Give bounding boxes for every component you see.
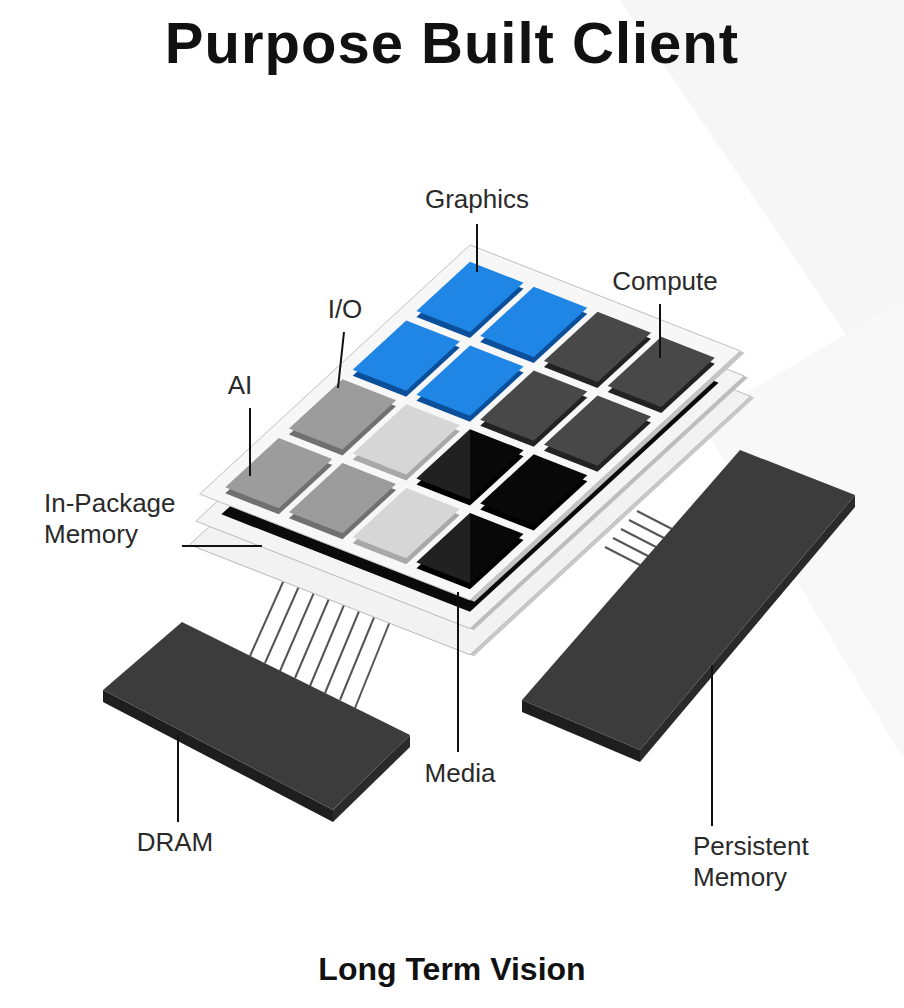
part-label: Media <box>380 758 540 789</box>
leader-line <box>711 665 713 826</box>
leader-line <box>659 304 661 358</box>
diagram-caption: Long Term Vision <box>10 950 894 988</box>
leader-line <box>249 408 251 476</box>
part-label: Graphics <box>397 184 557 215</box>
media-tile <box>416 513 523 583</box>
top-plate <box>200 245 745 602</box>
diagram-title: Purpose Built Client <box>10 8 894 78</box>
part-label: I/O <box>290 294 400 325</box>
leader-line <box>182 545 262 547</box>
media-gloss <box>416 429 523 499</box>
compute-tile <box>608 337 715 407</box>
part-label: Persistent Memory <box>693 831 853 893</box>
dram-slab <box>103 622 410 810</box>
leader-line <box>476 224 478 272</box>
top-plate-face <box>200 245 741 600</box>
part-label: In-Package Memory <box>44 488 194 550</box>
leader-line <box>177 735 179 822</box>
compute-tile <box>544 395 651 465</box>
part-label: DRAM <box>100 827 250 858</box>
leader-line <box>338 332 344 388</box>
part-label: AI <box>190 370 290 401</box>
media-tile <box>480 454 587 524</box>
leader-lines <box>178 224 712 826</box>
media-gloss <box>416 513 523 583</box>
part-label: Compute <box>585 266 745 297</box>
leader-line <box>457 592 459 752</box>
tiles <box>225 262 715 584</box>
wire <box>637 511 672 529</box>
